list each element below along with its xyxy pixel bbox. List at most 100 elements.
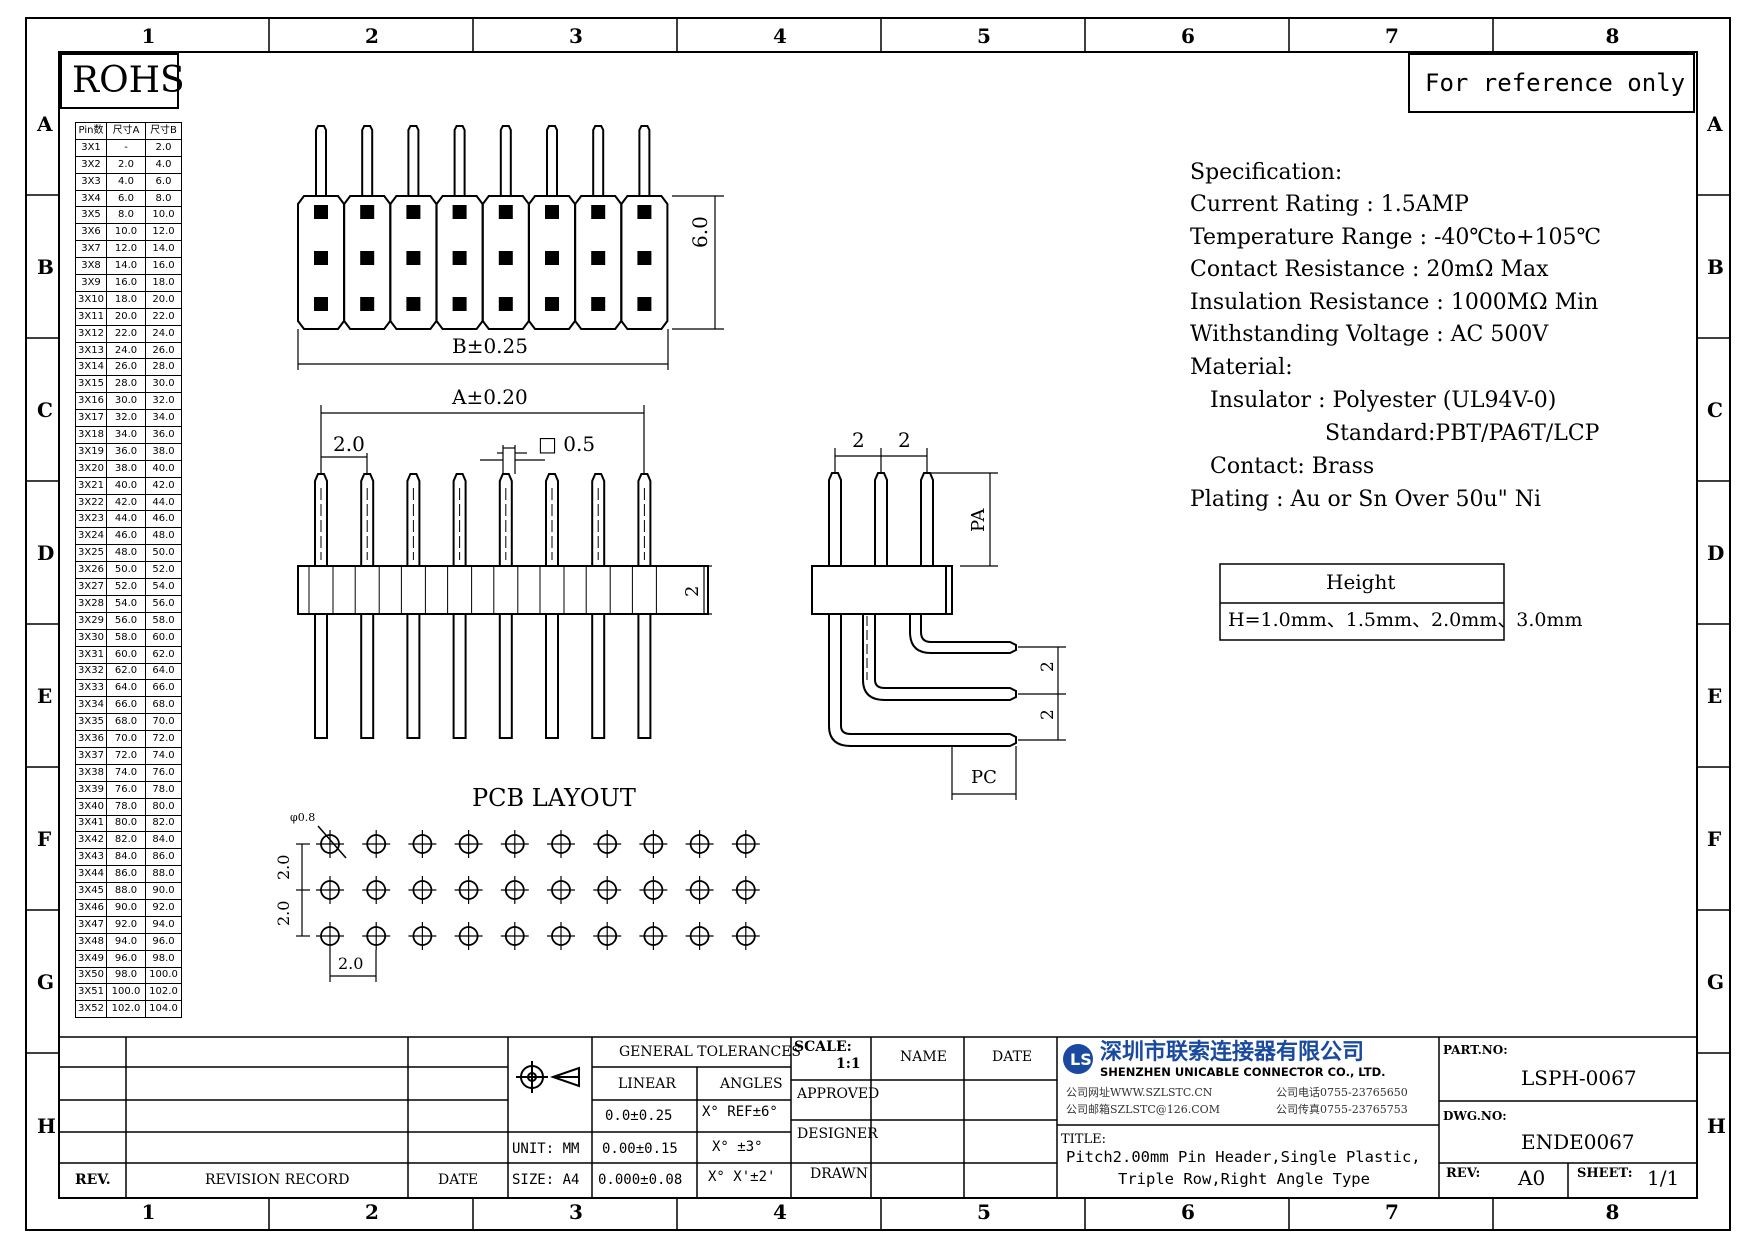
spec-title: Specification: — [1190, 160, 1343, 185]
dim-insulator-height: 2 — [682, 585, 703, 597]
zone-row-H-left: H — [37, 1113, 56, 1138]
pin-table-cell: 76.0 — [106, 780, 146, 799]
pin-table-cell: 3X51 — [75, 983, 107, 1002]
pin-table-cell: 96.0 — [106, 949, 146, 968]
front-pin-lower — [360, 613, 375, 739]
pin-table-cell: 80.0 — [106, 814, 146, 833]
pin-table-cell: 3X21 — [75, 476, 107, 495]
top-pin-square — [314, 297, 328, 311]
zone-row-G-left: G — [37, 969, 55, 994]
pin-table-cell: 14.0 — [106, 257, 146, 276]
pin-table-cell: 16.0 — [106, 274, 146, 292]
spec-temperature: Temperature Range : -40℃to+105℃ — [1190, 225, 1602, 250]
front-pin-lower — [498, 613, 513, 739]
tb-company-cn: 深圳市联索连接器有限公司 — [1100, 1040, 1365, 1065]
pin-table-cell: 84.0 — [106, 848, 146, 867]
pin-table-cell: 3X19 — [75, 442, 107, 461]
zone-col-1-bottom: 1 — [141, 1200, 156, 1224]
pin-table-cell: 52.0 — [145, 561, 182, 580]
zone-col-5-bottom: 5 — [977, 1200, 991, 1224]
tb-rev-label: REV. — [75, 1172, 111, 1188]
tb-email: 公司邮箱SZLSTC@126.COM — [1066, 1103, 1220, 1116]
projection-symbol — [516, 1061, 580, 1093]
pin-table-cell: 66.0 — [106, 696, 146, 715]
pin-table-cell: 74.0 — [145, 746, 182, 765]
pin-table-cell: 3X3 — [75, 172, 107, 191]
tb-dwg-no-label: DWG.NO: — [1443, 1109, 1507, 1123]
top-pin-square — [637, 297, 652, 311]
front-pin-upper — [498, 473, 513, 566]
tb-ang1: X° REF±6° — [702, 1104, 778, 1120]
top-pin-square — [360, 251, 375, 265]
pin-table-cell: 3X14 — [75, 358, 107, 377]
pin-table-cell: 44.0 — [106, 510, 146, 529]
dim-pcb-row-pitch-1: 2.0 — [274, 854, 293, 880]
pin-table-cell: 60.0 — [106, 645, 146, 664]
pin-table-cell: 3X22 — [75, 493, 107, 512]
front-pin-lower — [314, 613, 328, 739]
pin-table-cell: 12.0 — [106, 240, 146, 259]
pin-table-cell: 96.0 — [145, 932, 182, 951]
top-pin-tip — [453, 125, 466, 196]
pin-table-cell: 14.0 — [145, 240, 182, 259]
top-pin-tip — [499, 125, 512, 196]
pin-table-cell: 30.0 — [145, 375, 182, 394]
pin-table-cell: 3X10 — [75, 290, 107, 309]
pin-table-cell: 3X26 — [75, 561, 107, 580]
pin-table-cell: 3X23 — [75, 510, 107, 529]
pin-table-cell: 82.0 — [106, 831, 146, 850]
pin-table-cell: 4.0 — [106, 172, 146, 191]
pin-table-cell: 58.0 — [145, 611, 182, 630]
top-pin-square — [406, 251, 421, 265]
dim-tail-pitch-1: 2 — [1038, 661, 1058, 672]
pin-table-row: 3X1-2.0 — [75, 138, 182, 157]
zone-col-1-top: 1 — [141, 24, 156, 48]
top-pin-square — [360, 205, 375, 219]
zone-row-D-left: D — [37, 540, 55, 565]
pin-table-cell: 3X48 — [75, 932, 107, 951]
top-pin-square — [591, 205, 606, 219]
tb-scale-label: SCALE: — [794, 1039, 852, 1055]
pin-table-cell: 3X41 — [75, 814, 107, 833]
pin-table-cell: 3X43 — [75, 848, 107, 867]
pin-table-cell: 24.0 — [106, 341, 146, 360]
title-block-grid — [59, 1036, 1697, 1198]
top-pin-tip — [638, 125, 651, 196]
zone-col-4-bottom: 4 — [773, 1200, 787, 1224]
reference-note: For reference only — [1425, 69, 1686, 97]
tb-tol3: 0.000±0.08 — [598, 1172, 683, 1188]
company-logo-icon: LS — [1063, 1044, 1093, 1074]
pin-table-cell: 50.0 — [145, 544, 182, 563]
pin-table-cell: 78.0 — [145, 780, 182, 799]
pcb-layout — [316, 825, 760, 950]
tb-title-label: TITLE: — [1061, 1132, 1106, 1147]
pin-table-cell: 102.0 — [106, 1000, 146, 1019]
top-pin-tip — [315, 125, 327, 196]
pin-table-cell: 100.0 — [106, 983, 146, 1002]
tb-linear: LINEAR — [618, 1076, 676, 1092]
zone-col-8-top: 8 — [1605, 24, 1620, 48]
pin-table-cell: - — [106, 138, 146, 157]
spec-material: Material: — [1190, 355, 1293, 380]
pin-table-cell: 68.0 — [106, 713, 146, 732]
zone-col-7-bottom: 7 — [1385, 1200, 1399, 1224]
front-pin-lower — [452, 613, 467, 739]
pcb-hole-leader — [317, 825, 347, 859]
top-pin-square — [314, 251, 328, 265]
